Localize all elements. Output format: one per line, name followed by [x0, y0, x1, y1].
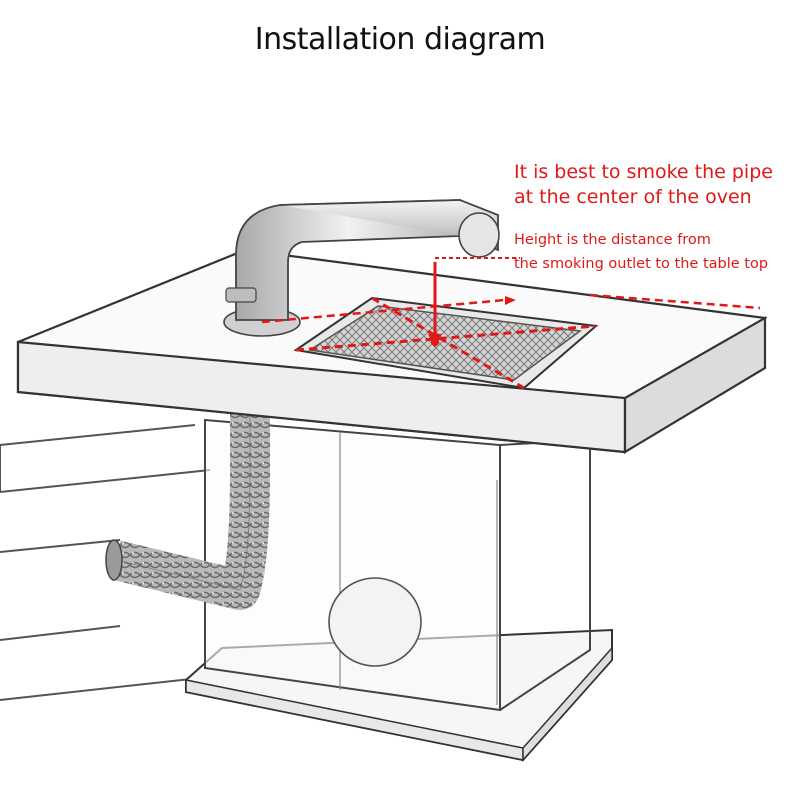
flexible-duct: [105, 338, 270, 610]
annotation-main-line-2: at the center of the oven: [514, 186, 752, 208]
grill-grate: [293, 296, 599, 390]
background-counter: [0, 424, 211, 701]
annotation-main-line-1: It is best to smoke the pipe: [514, 161, 773, 183]
annotation-sub-line-2: the smoking outlet to the table top: [514, 256, 769, 272]
diagram-title: Installation diagram: [254, 22, 546, 57]
center-guide-lines: [261, 293, 761, 390]
cabinet-vent-hole: [328, 577, 422, 667]
annotation-sub-line-1: Height is the distance from: [514, 232, 711, 248]
height-arrow: [428, 257, 520, 348]
pipe-clamp: [225, 287, 257, 303]
smoke-exhaust-pipe: [223, 199, 500, 337]
annotation-height-definition: Height is the distance from the smoking …: [514, 228, 800, 276]
cabinet-body: [204, 418, 591, 712]
annotation-center-placement: It is best to smoke the pipe at the cent…: [514, 160, 794, 210]
